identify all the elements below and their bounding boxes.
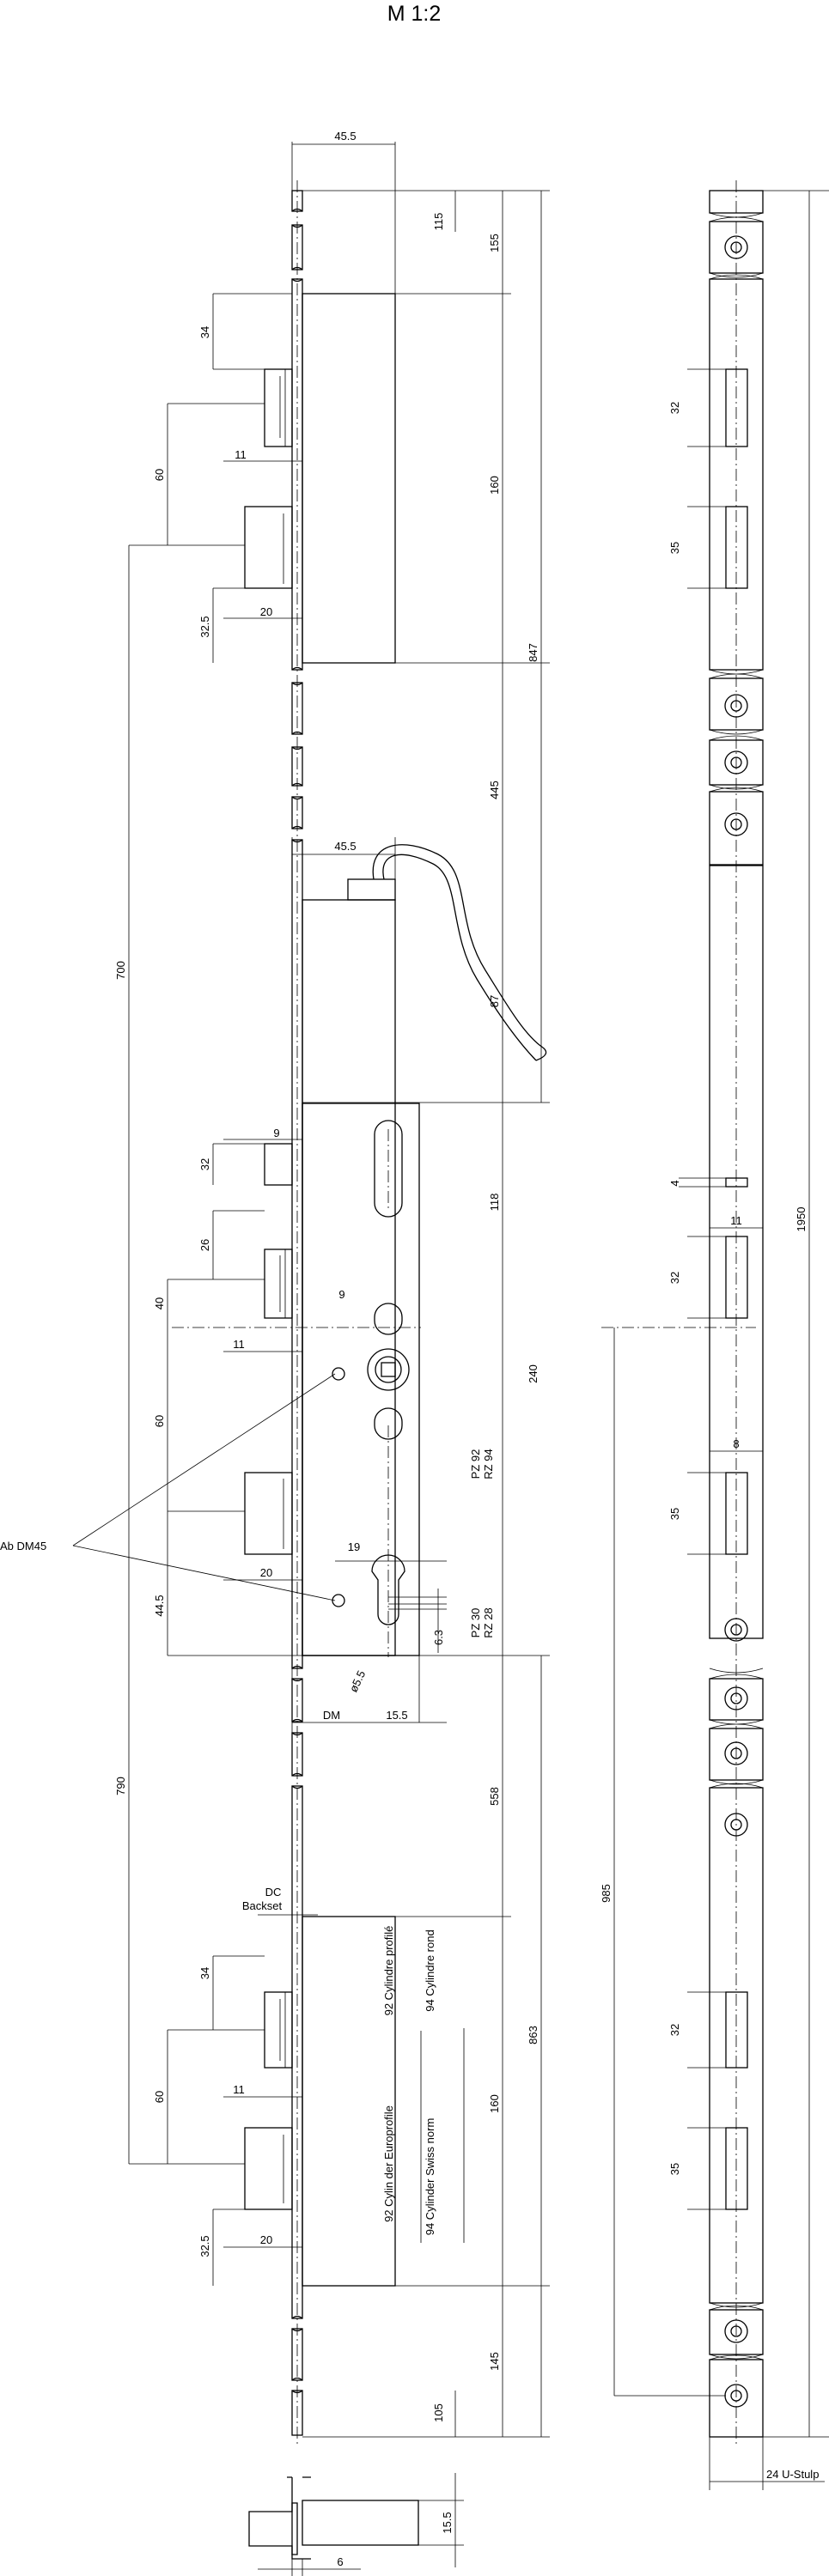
note-cylinder: 94 Cylindre rond bbox=[424, 1929, 436, 2011]
dim-label: 240 bbox=[527, 1364, 539, 1383]
dim-label: 105 bbox=[432, 2403, 445, 2422]
dim-label: 6 bbox=[337, 2555, 343, 2568]
section-view bbox=[248, 2473, 464, 2576]
dim-label: 32.5 bbox=[198, 2235, 211, 2257]
dim-label: 15.5 bbox=[441, 2512, 454, 2533]
dim-label: ø5.5 bbox=[347, 1668, 369, 1694]
dim-label: 20 bbox=[260, 2233, 272, 2246]
section-dimension-labels: 15.5 6 bbox=[337, 2512, 454, 2568]
dim-label: DM bbox=[323, 1709, 340, 1722]
dim-label: 8 bbox=[733, 1437, 739, 1450]
u-stulp-label: 24 U-Stulp bbox=[766, 2468, 819, 2481]
dim-label: 45.5 bbox=[334, 840, 356, 853]
dim-label: 9 bbox=[338, 1288, 344, 1301]
dim-label: 60 bbox=[153, 469, 166, 481]
dim-label: 35 bbox=[668, 1508, 681, 1520]
dim-label: 985 bbox=[600, 1884, 613, 1903]
dim-label: PZ 30 bbox=[469, 1608, 482, 1638]
left-callouts: Ab DM45 DC Backset 92 Cylindre profilé 9… bbox=[0, 1540, 436, 2235]
note-cylinder: 92 Cylin der Europrofile bbox=[382, 2105, 395, 2222]
dim-label: 34 bbox=[198, 326, 211, 338]
note-cylinder: 94 Cylinder Swiss norm bbox=[424, 2118, 436, 2236]
right-dimension-labels: 32 35 1950 4 11 32 8 35 985 32 35 24 U-S… bbox=[600, 402, 819, 2481]
dim-label: PZ 92 bbox=[469, 1449, 482, 1479]
dim-label: 790 bbox=[114, 1777, 127, 1795]
dim-label: 160 bbox=[488, 476, 501, 495]
dim-label: 1950 bbox=[795, 1207, 808, 1232]
note-cylinder: 92 Cylindre profilé bbox=[382, 1926, 395, 2016]
dim-label: 40 bbox=[153, 1297, 166, 1309]
dim-label: 32 bbox=[668, 402, 681, 414]
dim-label: RZ 94 bbox=[482, 1449, 495, 1479]
dim-label: 11 bbox=[233, 2083, 245, 2096]
dim-label: 115 bbox=[432, 213, 445, 231]
dim-label: 45.5 bbox=[334, 130, 356, 143]
dim-label: 11 bbox=[235, 448, 247, 461]
dim-label: 87 bbox=[488, 995, 501, 1007]
dim-label: 6.3 bbox=[432, 1630, 445, 1645]
top-lock-case bbox=[244, 293, 396, 664]
dim-label: 700 bbox=[114, 961, 127, 980]
dim-label: 32.5 bbox=[198, 616, 211, 637]
dim-label: 847 bbox=[527, 643, 539, 662]
right-dimension-lines bbox=[601, 190, 829, 2490]
dim-label: 34 bbox=[198, 1967, 211, 1979]
dim-label: 60 bbox=[153, 1415, 166, 1427]
dim-label: 32 bbox=[668, 2024, 681, 2036]
right-faceplate bbox=[709, 180, 764, 2447]
dim-label: 15.5 bbox=[386, 1709, 407, 1722]
dim-label: 20 bbox=[260, 1566, 272, 1579]
dim-label: 11 bbox=[233, 1338, 245, 1351]
dim-label: 155 bbox=[488, 234, 501, 252]
dim-label: 11 bbox=[730, 1214, 742, 1227]
dim-label: 32 bbox=[668, 1272, 681, 1284]
dim-label: 44.5 bbox=[153, 1595, 166, 1616]
dim-label: 145 bbox=[488, 2352, 501, 2371]
dim-label: 35 bbox=[668, 2163, 681, 2175]
dim-label: RZ 28 bbox=[482, 1607, 495, 1637]
dim-label: 19 bbox=[348, 1540, 360, 1553]
left-faceplate bbox=[291, 180, 303, 2447]
left-dimension-lines bbox=[72, 142, 550, 2438]
dim-label: 35 bbox=[668, 542, 681, 554]
dim-label: 32 bbox=[198, 1158, 211, 1170]
scale-title: M 1:2 bbox=[387, 2, 442, 26]
dim-label: 863 bbox=[527, 2026, 539, 2044]
middle-lock-case bbox=[172, 844, 547, 1657]
dim-label: 9 bbox=[273, 1127, 279, 1139]
dim-label: 20 bbox=[260, 605, 272, 618]
dim-label: 26 bbox=[198, 1239, 211, 1251]
callout-dc: DC bbox=[265, 1886, 282, 1899]
dim-label: 160 bbox=[488, 2094, 501, 2113]
dim-label: 558 bbox=[488, 1787, 501, 1806]
dim-label: 4 bbox=[668, 1180, 681, 1186]
left-dimension-labels: 45.5 115 155 34 60 11 32.5 20 160 847 44… bbox=[114, 130, 539, 2422]
callout-ab-dm45: Ab DM45 bbox=[0, 1540, 46, 1552]
callout-backset: Backset bbox=[242, 1899, 283, 1912]
dim-label: 118 bbox=[488, 1194, 501, 1212]
dim-label: 60 bbox=[153, 2091, 166, 2103]
dim-label: 445 bbox=[488, 781, 501, 799]
